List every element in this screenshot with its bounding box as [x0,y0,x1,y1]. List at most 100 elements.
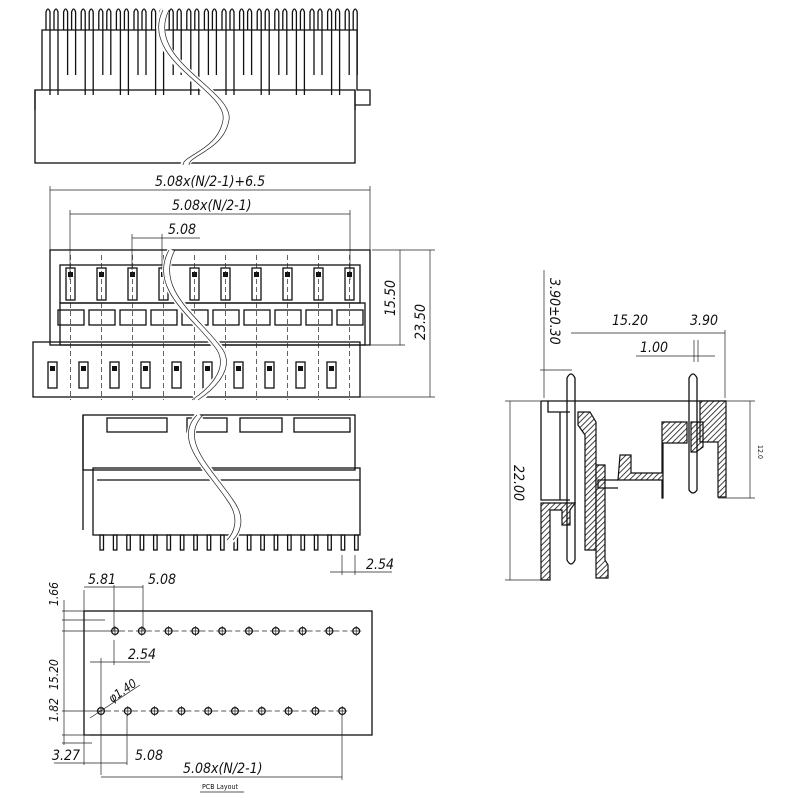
hole-crosshair [176,706,187,716]
bottom-pin [112,534,118,551]
bottom-pin [286,534,292,551]
top-pin [62,8,77,75]
dim-edge-bottom: 1.82 [47,698,61,722]
break-line-edges [188,414,242,541]
hole-centerline [132,630,164,712]
bottom-pin [273,534,279,551]
bottom-pin [126,534,131,551]
bottom-view-pins [99,534,359,551]
pcb-layout: 5.81 5.08 1.66 15.20 1.82 2.54 φ1.40 3.2… [47,572,373,793]
hole-crosshair [270,626,281,636]
lower-terminal-screw [112,366,117,371]
side-bridge [597,479,618,489]
dim-body-height: 12.0 [756,445,764,459]
bottom-pin [206,534,212,551]
bottom-pin [152,534,158,551]
front-upper-cavity [59,264,361,304]
lower-terminal-screw [174,366,179,371]
dim-pin-protrusion: 3.90±0.30 [546,278,562,345]
upper-window [305,309,333,326]
pcb-holes [96,626,362,716]
dim-pitch-line [131,234,200,270]
latch [293,417,351,433]
bottom-pin [300,534,306,551]
dim-height-upper: 15.50 [383,280,399,316]
hole-crosshair [96,706,106,716]
lower-terminal [109,361,120,389]
hole-crosshair [337,706,348,716]
hole-centerline [159,630,191,712]
lower-terminal [78,361,89,389]
top-view-pins [45,8,358,95]
bottom-pin [193,534,198,551]
dim-left-lines [62,600,114,745]
side-view: 3.90±0.30 15.20 3.90 1.00 22.00 12.0 [505,270,764,581]
top-view-body [34,89,356,164]
lower-terminal [47,361,58,389]
top-view [34,7,371,167]
break-line-edges [163,249,227,401]
top-pin [186,8,200,95]
latch [186,417,228,433]
lower-terminal [326,361,337,389]
dim-total-height: 22.00 [510,465,526,501]
bottom-pin [246,534,252,551]
hole-centerline [106,630,137,712]
dim-pitch: 5.08 [168,222,196,238]
hole-centerline [266,630,298,712]
bottom-pin [327,534,332,551]
lower-terminal-screw [267,366,272,371]
lower-terminal [233,361,244,389]
side-pin-left [566,373,576,565]
hole-crosshair [324,626,335,636]
dim-overall-width-line [49,186,371,250]
lower-terminal-screw [236,366,241,371]
hole-centerline [320,630,352,712]
dim-edge-offset: 3.90 [690,313,718,329]
hole-centerline [240,630,271,712]
upper-window [274,309,302,326]
dim-edge-left-bottom: 3.27 [52,748,80,764]
upper-window [119,309,147,326]
lower-terminal [171,361,182,389]
hole-crosshair [110,626,120,636]
bottom-pin [313,534,319,551]
lower-terminal-screw [329,366,334,371]
top-pin [115,8,130,95]
top-pin [326,8,341,95]
bottom-pin [179,534,185,551]
bottom-upper-body [82,414,356,471]
top-view-housing-outline [34,29,371,110]
top-pin [221,8,235,95]
top-pin [309,8,323,75]
latch [106,417,168,433]
top-pin [203,8,218,75]
hole-crosshair [283,706,294,716]
dim-pin-distance: 15.20 [612,313,648,329]
bottom-view: 2.54 [82,411,394,575]
hole-crosshair [244,626,254,636]
front-view: 5.08x(N/2-1)+6.5 5.08x(N/2-1) 5.08 15.50… [32,174,435,404]
hole-crosshair [256,706,267,716]
dim-pitch-bottom: 5.08 [135,748,163,764]
dim-height-total: 23.50 [413,304,429,340]
bottom-pin [260,534,265,551]
upper-window [88,309,116,326]
lower-terminal-screw [298,366,303,371]
bottom-pin [340,534,346,551]
hole-centerline [213,630,245,712]
lower-terminal-screw [205,366,210,371]
hole-crosshair [230,706,240,716]
top-pin [98,8,112,75]
dim-bottom-lines [54,715,128,765]
bottom-pin [166,534,172,551]
side-hatch-center [617,421,688,499]
dim-pin-pitch: 2.54 [366,557,394,573]
side-hatch-right [690,400,727,498]
top-pin [80,8,94,95]
lower-terminal-screw [143,366,148,371]
side-housing-outline [540,400,726,501]
break-line [156,7,230,167]
top-pin [274,8,288,75]
hole-crosshair [122,706,133,716]
